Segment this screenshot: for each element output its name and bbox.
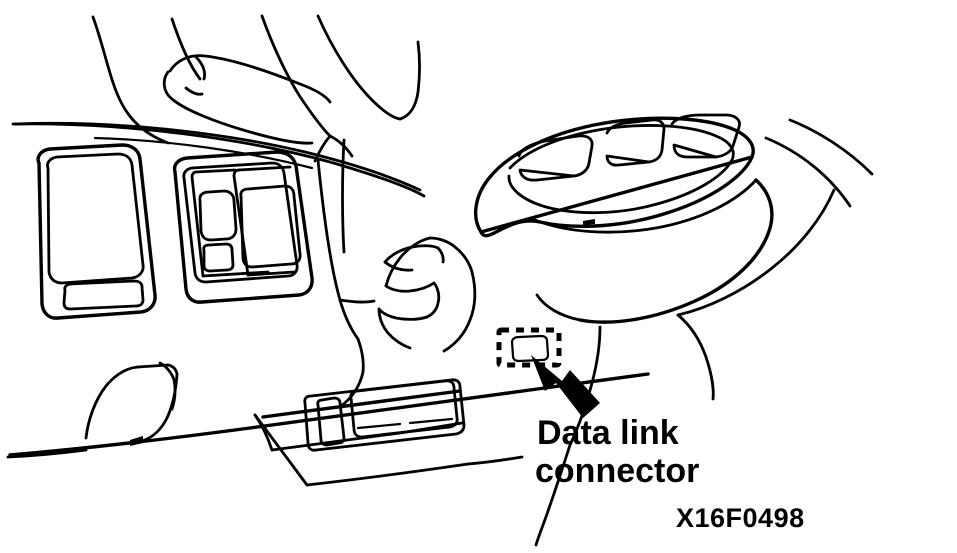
hood-release-assembly xyxy=(338,236,477,408)
steering-column-stalk xyxy=(162,54,332,145)
steering-wheel-hub xyxy=(473,113,758,238)
callout-arrow-icon xyxy=(531,355,600,418)
dash-upper-contours xyxy=(91,15,202,145)
dash-top-edge xyxy=(11,121,426,198)
upper-right-contour xyxy=(316,14,421,121)
dash-face-contours xyxy=(316,138,346,302)
steering-wheel-rim xyxy=(535,118,874,324)
instrument-cluster-left-bezel xyxy=(36,143,157,320)
data-link-connector-highlight[interactable] xyxy=(496,327,562,368)
figure-code: X16F0498 xyxy=(676,503,805,533)
instrument-cluster-right-bezel xyxy=(172,150,314,304)
callout-label-line-1: Data link xyxy=(537,414,679,452)
steering-column-shroud xyxy=(260,14,354,163)
callout-label-line-2: connector xyxy=(535,452,699,490)
hood-release-handle xyxy=(84,361,179,446)
floor-contour xyxy=(6,448,88,459)
